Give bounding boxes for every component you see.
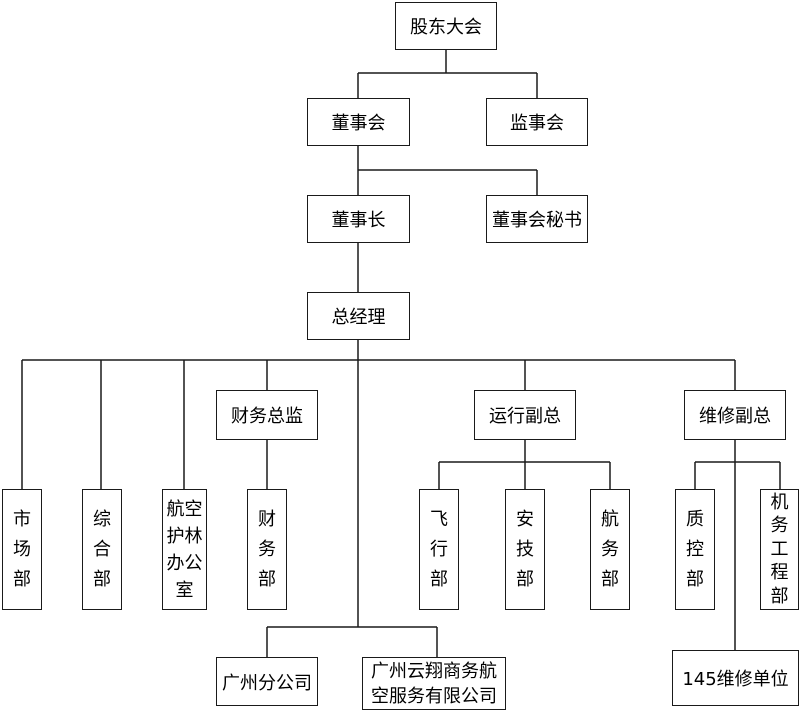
node-board-of-supervisors: 监事会: [486, 98, 588, 146]
node-general-manager: 总经理: [307, 292, 410, 340]
node-label: 监事会: [510, 113, 564, 134]
node-label: 市场部: [13, 508, 31, 590]
node-chairman: 董事长: [307, 195, 410, 243]
node-yunxiang-subsidiary: 广州云翔商务航空服务有限公司: [362, 657, 506, 710]
node-label: 质控部: [686, 508, 704, 590]
node-label: 股东大会: [410, 17, 482, 38]
node-label: 财务部: [258, 508, 276, 590]
node-label: 安技部: [516, 508, 534, 590]
node-label: 财务总监: [231, 406, 303, 427]
node-board-secretary: 董事会秘书: [486, 195, 588, 243]
node-label: 飞行部: [430, 508, 448, 590]
node-label: 维修副总: [699, 406, 771, 427]
node-label: 董事会: [331, 113, 386, 134]
node-label: 机务工程部: [770, 491, 789, 607]
node-finance-dept: 财务部: [247, 489, 287, 610]
node-flight-ops-dept: 航务部: [590, 489, 630, 610]
node-maintenance-vp: 维修副总: [684, 390, 786, 440]
node-operations-vp: 运行副总: [474, 390, 576, 440]
node-label: 航务部: [601, 508, 619, 590]
node-label: 董事会秘书: [492, 210, 582, 231]
node-label: 广州云翔商务航空服务有限公司: [371, 660, 497, 707]
node-label: 航空护林办公室: [166, 498, 203, 601]
node-quality-control-dept: 质控部: [675, 489, 715, 610]
node-marketing-dept: 市场部: [2, 489, 42, 610]
node-general-affairs-dept: 综合部: [82, 489, 122, 610]
node-flight-dept: 飞行部: [419, 489, 459, 610]
node-maintenance-145-unit: 145维修单位: [672, 650, 799, 706]
node-label: 总经理: [331, 307, 386, 328]
node-label: 广州分公司: [222, 672, 312, 694]
node-label: 董事长: [331, 210, 386, 231]
node-forest-protection-office: 航空护林办公室: [162, 489, 207, 610]
node-label: 145维修单位: [682, 669, 789, 690]
node-safety-dept: 安技部: [505, 489, 545, 610]
node-guangzhou-branch: 广州分公司: [216, 657, 318, 706]
node-label: 综合部: [93, 508, 111, 590]
node-label: 运行副总: [489, 406, 561, 427]
node-board-of-directors: 董事会: [307, 98, 410, 146]
node-maintenance-engineering-dept: 机务工程部: [760, 489, 799, 610]
node-finance-director: 财务总监: [216, 390, 318, 440]
node-shareholders-meeting: 股东大会: [395, 2, 497, 50]
